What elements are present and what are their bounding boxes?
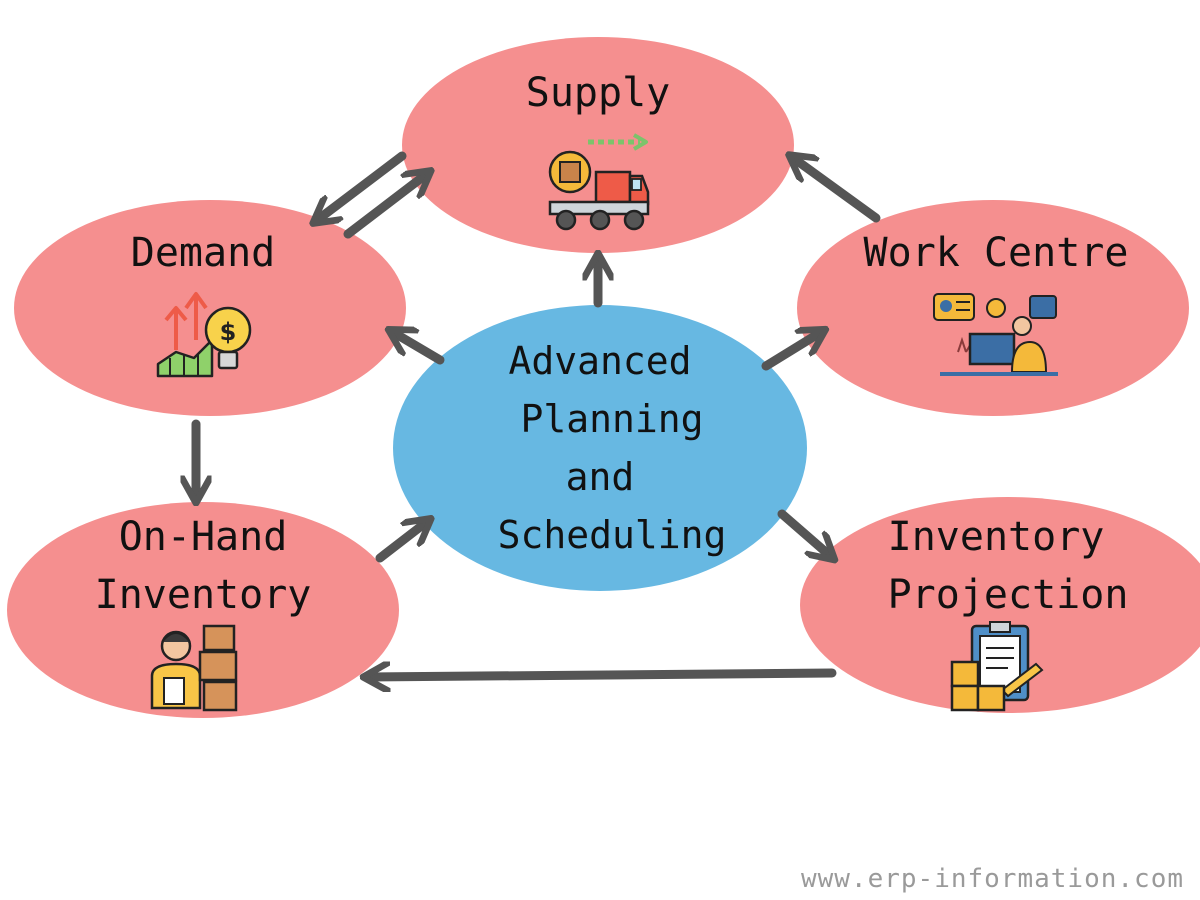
onhand-label-line2: Inventory	[95, 572, 312, 618]
onhand-node	[7, 502, 399, 718]
projection-label-line2: Projection	[888, 572, 1129, 618]
projection-label-line1: Inventory	[888, 514, 1105, 560]
demand-node	[14, 200, 406, 416]
center-node	[393, 305, 807, 591]
arrow-center-to-demand	[396, 334, 445, 365]
center-label-line4: Scheduling	[498, 513, 727, 557]
delivery-truck-icon	[548, 133, 650, 231]
customer-support-desk-icon	[933, 293, 1058, 376]
growth-chart-money-icon: $	[156, 292, 252, 378]
watermark-url: www.erp-information.com	[800, 864, 1184, 894]
arrow-onhand-to-center	[375, 524, 424, 563]
work-centre-label: Work Centre	[864, 230, 1129, 276]
supply-label: Supply	[526, 70, 671, 116]
center-label-line1: Advanced	[508, 339, 691, 383]
warehouse-worker-boxes-icon	[150, 624, 238, 712]
arrow-demand-to-supply	[343, 176, 424, 239]
supply-node	[402, 37, 794, 253]
center-label-line3: and	[566, 455, 635, 499]
arrow-center-to-projection	[777, 509, 828, 554]
svg-text:$: $	[220, 318, 237, 346]
clipboard-boxes-icon	[950, 621, 1044, 712]
arrow-supply-to-demand	[320, 151, 407, 218]
arrow-workcentre-to-supply	[796, 160, 881, 223]
arrow-projection-to-onhand	[372, 673, 837, 677]
arrow-center-to-workcentre	[761, 334, 818, 371]
center-label-line2: Planning	[520, 397, 703, 441]
onhand-label-line1: On-Hand	[119, 514, 288, 560]
projection-node	[800, 497, 1200, 713]
demand-label: Demand	[131, 230, 276, 276]
